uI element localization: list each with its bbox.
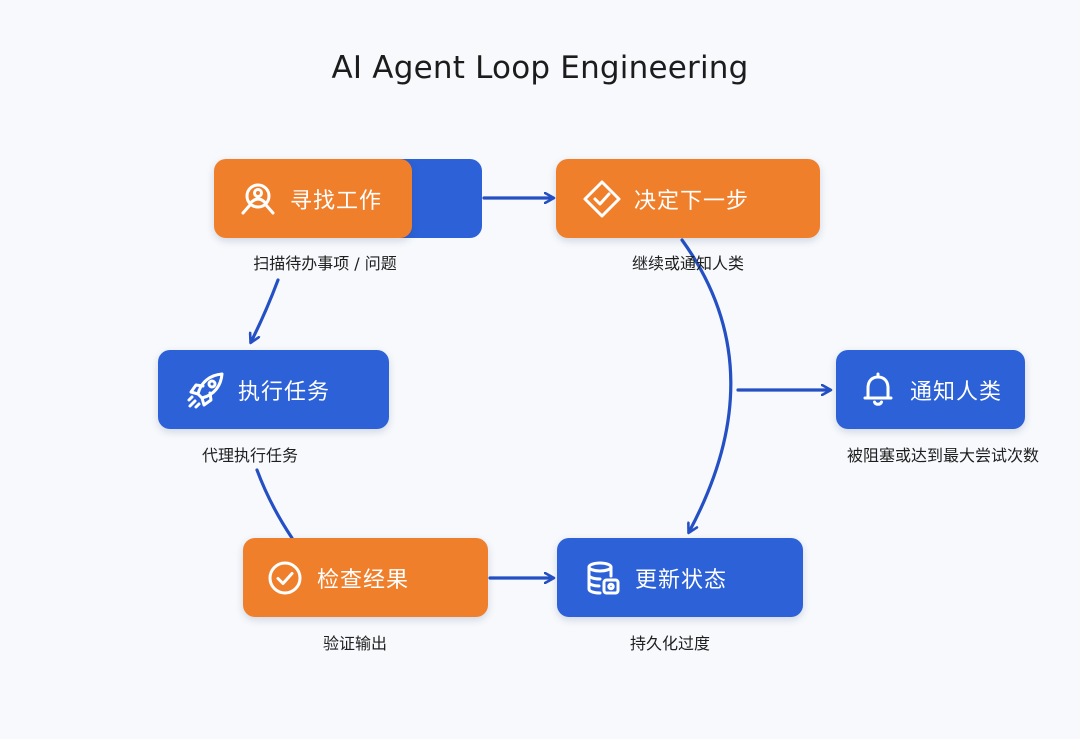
database-icon bbox=[581, 556, 625, 600]
node-check-result: 检查经果 bbox=[243, 538, 488, 617]
edge-execute-to-check bbox=[255, 468, 294, 540]
node-execute-task: 执行任务 bbox=[158, 350, 389, 429]
node-notify-human-label: 通知人类 bbox=[910, 379, 1003, 405]
node-execute-task-label: 执行任务 bbox=[238, 379, 331, 405]
node-find-work-caption: 扫描待办事项 / 问题 bbox=[253, 254, 397, 273]
node-notify-human: 通知人类 bbox=[836, 350, 1025, 429]
node-check-result-caption: 验证输出 bbox=[322, 634, 387, 653]
edge-decide-to-update bbox=[680, 238, 733, 532]
node-find-work-label: 寻找工作 bbox=[290, 188, 383, 214]
diamond-check-icon bbox=[580, 177, 624, 221]
search-person-icon bbox=[236, 177, 280, 221]
circle-check-icon bbox=[263, 556, 307, 600]
node-find-work: 寻找工作 bbox=[214, 159, 412, 238]
node-decide-next-label: 决定下一步 bbox=[634, 188, 750, 214]
node-execute-task-caption: 代理执行任务 bbox=[201, 446, 298, 465]
node-decide-next-caption: 继续或通知人类 bbox=[631, 254, 744, 273]
node-update-state-label: 更新状态 bbox=[635, 567, 728, 593]
bell-icon bbox=[856, 368, 900, 412]
node-update-state-caption: 持久化过度 bbox=[629, 634, 710, 653]
node-check-result-label: 检查经果 bbox=[317, 567, 410, 593]
diagram-title: AI Agent Loop Engineering bbox=[331, 50, 749, 86]
node-notify-human-caption: 被阻塞或达到最大尝试次数 bbox=[846, 446, 1039, 465]
edge-find-to-execute bbox=[251, 278, 280, 342]
node-decide-next: 决定下一步 bbox=[556, 159, 820, 238]
rocket-icon bbox=[184, 368, 228, 412]
node-update-state: 更新状态 bbox=[557, 538, 803, 617]
